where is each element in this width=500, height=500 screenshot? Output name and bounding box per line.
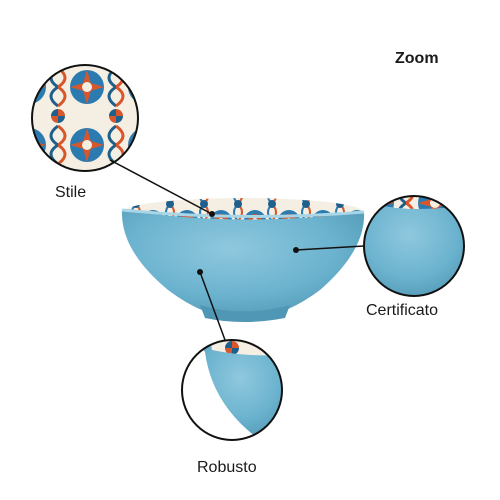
style-callout-label: Stile xyxy=(55,184,87,201)
zoom-label: Zoom xyxy=(395,50,439,67)
robust-leader-dot xyxy=(197,269,203,275)
certified-leader-line xyxy=(295,245,365,251)
robust-leader-line xyxy=(199,271,226,341)
bowl-rim xyxy=(121,208,365,219)
style-zoom-circle xyxy=(31,64,139,172)
robust-zoom-circle xyxy=(181,339,283,441)
certified-leader-dot xyxy=(293,247,299,253)
robust-callout-label: Robusto xyxy=(197,459,257,476)
certified-callout-label: Certificato xyxy=(366,302,439,319)
style-leader-line xyxy=(109,159,213,215)
style-leader-dot xyxy=(209,211,215,217)
certified-zoom-circle xyxy=(363,195,465,297)
bowl-outer-wall xyxy=(121,210,365,320)
bowl xyxy=(121,198,365,322)
bowl-foot xyxy=(200,305,290,322)
